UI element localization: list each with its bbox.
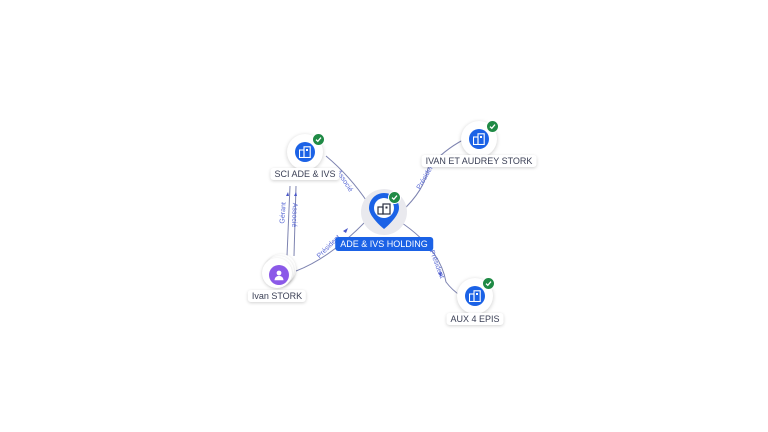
arrow-head bbox=[294, 192, 297, 196]
arrow-head bbox=[438, 272, 442, 277]
verified-check-icon bbox=[388, 191, 401, 204]
company-disc bbox=[295, 142, 315, 162]
person-icon bbox=[274, 270, 284, 281]
arrow-head bbox=[343, 228, 348, 233]
center-node-label[interactable]: ADE & IVS HOLDING bbox=[335, 237, 433, 251]
company-disc bbox=[469, 129, 489, 149]
arrow-head bbox=[286, 192, 289, 196]
company-disc bbox=[465, 286, 485, 306]
verified-check-icon bbox=[486, 120, 499, 133]
edge-label-center-aux4epis: Président bbox=[428, 249, 445, 279]
person-disc bbox=[269, 265, 289, 285]
company-node-aux-4-epis[interactable] bbox=[457, 277, 495, 314]
company-label-sci-ade-ivs[interactable]: SCI ADE & IVS bbox=[270, 168, 340, 180]
edge-label-gerant: Gérant bbox=[279, 202, 287, 224]
building-icon bbox=[469, 290, 481, 302]
edge-label-associe: Associé bbox=[290, 203, 298, 228]
center-node-pin[interactable] bbox=[361, 189, 407, 235]
building-icon bbox=[473, 133, 485, 145]
company-node-sci-ade-ivs[interactable] bbox=[287, 133, 325, 170]
verified-check-icon bbox=[312, 133, 325, 146]
building-icon bbox=[299, 146, 311, 158]
person-node-ivan-stork[interactable] bbox=[262, 254, 296, 290]
edge-center-aux4epis bbox=[398, 220, 462, 297]
company-node-ivan-et-audrey-stork[interactable] bbox=[461, 120, 499, 157]
verified-check-icon bbox=[482, 277, 495, 290]
building-icon bbox=[377, 203, 391, 215]
person-label-ivan-stork[interactable]: Ivan STORK bbox=[247, 290, 307, 302]
edge-ivan-sci-gerant bbox=[286, 185, 291, 257]
company-label-ivan-et-audrey-stork[interactable]: IVAN ET AUDREY STORK bbox=[421, 155, 537, 167]
company-label-aux-4-epis[interactable]: AUX 4 EPIS bbox=[446, 313, 504, 325]
avatar bbox=[262, 258, 292, 288]
edge-center-ivan-audrey bbox=[400, 139, 464, 213]
